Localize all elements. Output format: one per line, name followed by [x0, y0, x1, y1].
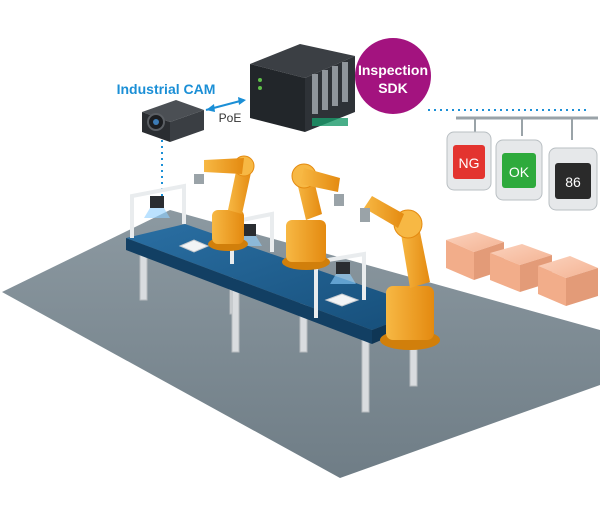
indicator-ng: NG — [446, 131, 492, 191]
inspection-sdk-badge: Inspection SDK — [355, 38, 431, 114]
poe-link-arrow — [205, 97, 246, 112]
robot-arm-icon — [194, 155, 255, 251]
camera-icon — [142, 100, 204, 142]
indicator-ok-text: OK — [509, 164, 530, 180]
indicator-ok: OK — [495, 139, 543, 201]
robot-arm-icon — [360, 196, 440, 350]
indicator-ng-text: NG — [459, 155, 480, 171]
poe-label: PoE — [219, 111, 242, 125]
embedded-computer-icon — [250, 44, 355, 132]
indicator-rail — [456, 116, 598, 140]
indicator-count: 86 — [548, 147, 598, 211]
gantry-camera-icon — [150, 196, 350, 274]
indicator-count-text: 86 — [565, 174, 581, 190]
sdk-label-line2: SDK — [378, 80, 408, 96]
camera-label: Industrial CAM — [117, 81, 216, 97]
cardboard-box-icon — [538, 256, 598, 306]
robot-arm-icon — [282, 163, 344, 270]
workpiece — [178, 239, 360, 307]
sdk-label-line1: Inspection — [358, 62, 428, 78]
